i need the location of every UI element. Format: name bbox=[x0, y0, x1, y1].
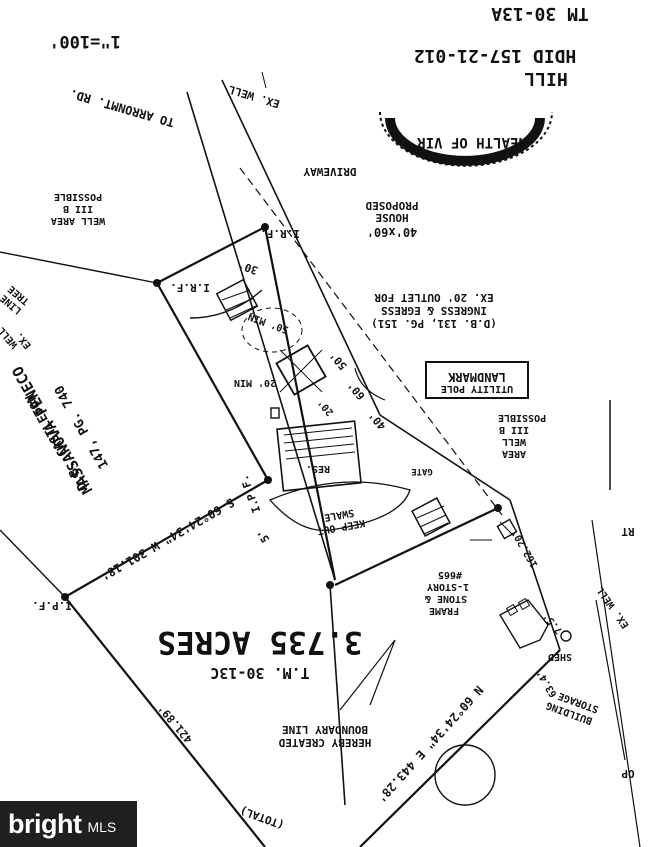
dim-30: 30' bbox=[237, 258, 260, 277]
possible-well-right-4: AREA bbox=[502, 448, 526, 459]
road-line-right bbox=[379, 414, 511, 501]
arrow bbox=[261, 71, 267, 89]
brightmls-watermark: bright MLS bbox=[0, 801, 137, 847]
landmark-1: LANDMARK bbox=[447, 370, 506, 384]
possible-well-right-3: WELL bbox=[502, 436, 526, 447]
driveway-label: DRIVEWAY bbox=[303, 165, 356, 178]
pump-tank bbox=[270, 407, 280, 419]
gate-label: GATE bbox=[411, 466, 433, 476]
outlet-1: EX. 20' OUTLET FOR bbox=[374, 291, 494, 304]
res-label: RES. bbox=[306, 463, 330, 474]
leader-arrow bbox=[354, 367, 386, 401]
arrow bbox=[339, 639, 396, 711]
boundary-line bbox=[329, 584, 346, 806]
scale-note: 1"=100' bbox=[49, 31, 121, 51]
well-area-hatch bbox=[411, 497, 451, 537]
driveway-line bbox=[239, 167, 503, 516]
tm-parcel: T.M. 30-13C bbox=[210, 664, 309, 682]
storage-box bbox=[496, 518, 518, 540]
irf-marker bbox=[153, 279, 161, 287]
outlet-2: INGRESS & EGRESS bbox=[381, 304, 487, 317]
bearing-right: N 60°24'34" E 443.28' bbox=[374, 683, 486, 805]
possible-well-left-1: POSSIBLE bbox=[54, 191, 102, 202]
parcel-boundary-inner bbox=[334, 507, 499, 586]
house-665-2: 1-STORY bbox=[427, 581, 469, 592]
ipf-label: I.P.F. bbox=[32, 599, 72, 612]
op-label: OP bbox=[621, 767, 635, 780]
road-line-right bbox=[509, 499, 561, 651]
ipf-marker bbox=[61, 593, 69, 601]
landmark-box bbox=[425, 361, 529, 399]
seal-text: WEALTH OF VIR bbox=[417, 134, 527, 150]
left-distance: 421.89' bbox=[156, 702, 196, 746]
house-665-4: FRAME bbox=[429, 605, 459, 616]
header-hdid: HDID 157-21-012 bbox=[414, 45, 577, 66]
boundary-created-line bbox=[359, 649, 561, 847]
existing-house bbox=[499, 597, 549, 649]
header-tm: TM 30-13A bbox=[491, 3, 589, 24]
ex-well-circle bbox=[560, 630, 572, 642]
adjoiner-2: D.B. CASTLETON bbox=[23, 390, 91, 493]
possible-well-right-1: POSSIBLE bbox=[498, 412, 546, 423]
septic-field bbox=[276, 420, 362, 492]
dim-20-min: 20' MIN bbox=[234, 377, 276, 388]
dim-162-20: 162.20' bbox=[510, 527, 541, 569]
proposed-house bbox=[275, 344, 327, 396]
boundary-note-1: BOUNDARY LINE bbox=[282, 723, 368, 736]
dim-20: 20' bbox=[316, 397, 336, 418]
adjoiner-line bbox=[0, 251, 158, 284]
watermark-suffix: MLS bbox=[87, 819, 117, 835]
rt-label: RT bbox=[621, 525, 635, 538]
irf-label: I.R.F. bbox=[260, 227, 300, 240]
dim-5: 5' bbox=[254, 527, 272, 545]
drainfield-outline bbox=[241, 307, 303, 353]
ipf-marker bbox=[264, 476, 272, 484]
possible-well-left-2: III B bbox=[63, 203, 93, 214]
swale-outline bbox=[268, 481, 411, 532]
total-label: (TOTAL) bbox=[238, 803, 286, 831]
watermark-brand: bright bbox=[8, 808, 82, 839]
shed-label: SHED bbox=[548, 651, 572, 662]
irf-marker bbox=[261, 223, 269, 231]
dim-40: 40' bbox=[366, 409, 389, 433]
proposed-house-3: 40'x60' bbox=[367, 225, 418, 239]
tree-circle bbox=[434, 744, 496, 806]
edge-line bbox=[591, 519, 641, 847]
ipf-label: I.P.F. bbox=[238, 473, 264, 515]
possible-well-left-3: WELL AREA bbox=[51, 215, 105, 226]
well-area-hatch bbox=[215, 278, 259, 322]
dim-50: 50' bbox=[327, 349, 350, 373]
proposed-house-2: HOUSE bbox=[375, 211, 408, 224]
road-line-right bbox=[221, 79, 381, 416]
road-line-left bbox=[186, 91, 336, 581]
acreage: 3.735 ACRES bbox=[157, 624, 362, 660]
dim-63-4: 63.4' bbox=[535, 667, 560, 699]
irf-marker bbox=[494, 504, 502, 512]
edge-line bbox=[595, 599, 626, 761]
swale-1: SWALE bbox=[323, 507, 355, 523]
house-665-1: #665 bbox=[438, 569, 462, 580]
bearing-left: S 60°24'34" W 301.18' bbox=[98, 495, 236, 583]
header-name: HILL bbox=[524, 68, 568, 89]
irf-label: I.R.F. bbox=[170, 281, 210, 294]
state-seal bbox=[379, 111, 553, 167]
road-label: TO ARRONMT. RD. bbox=[68, 86, 176, 129]
proposed-house-1: PROPOSED bbox=[365, 199, 418, 212]
possible-well-right-2: III B bbox=[499, 424, 529, 435]
boundary-note-2: HEREBY CREATED bbox=[278, 736, 371, 749]
parcel-boundary-left bbox=[64, 596, 266, 847]
landmark-2: UTILITY POLE bbox=[441, 383, 513, 394]
corner-marker bbox=[326, 581, 334, 589]
leader-arrow bbox=[189, 289, 263, 319]
outlet-3: (D.B. 131, PG. 151) bbox=[371, 317, 497, 330]
adjoiner-line bbox=[0, 529, 66, 598]
house-665-3: STONE & bbox=[424, 593, 467, 604]
dim-50-min: 50' MIN bbox=[247, 310, 290, 335]
